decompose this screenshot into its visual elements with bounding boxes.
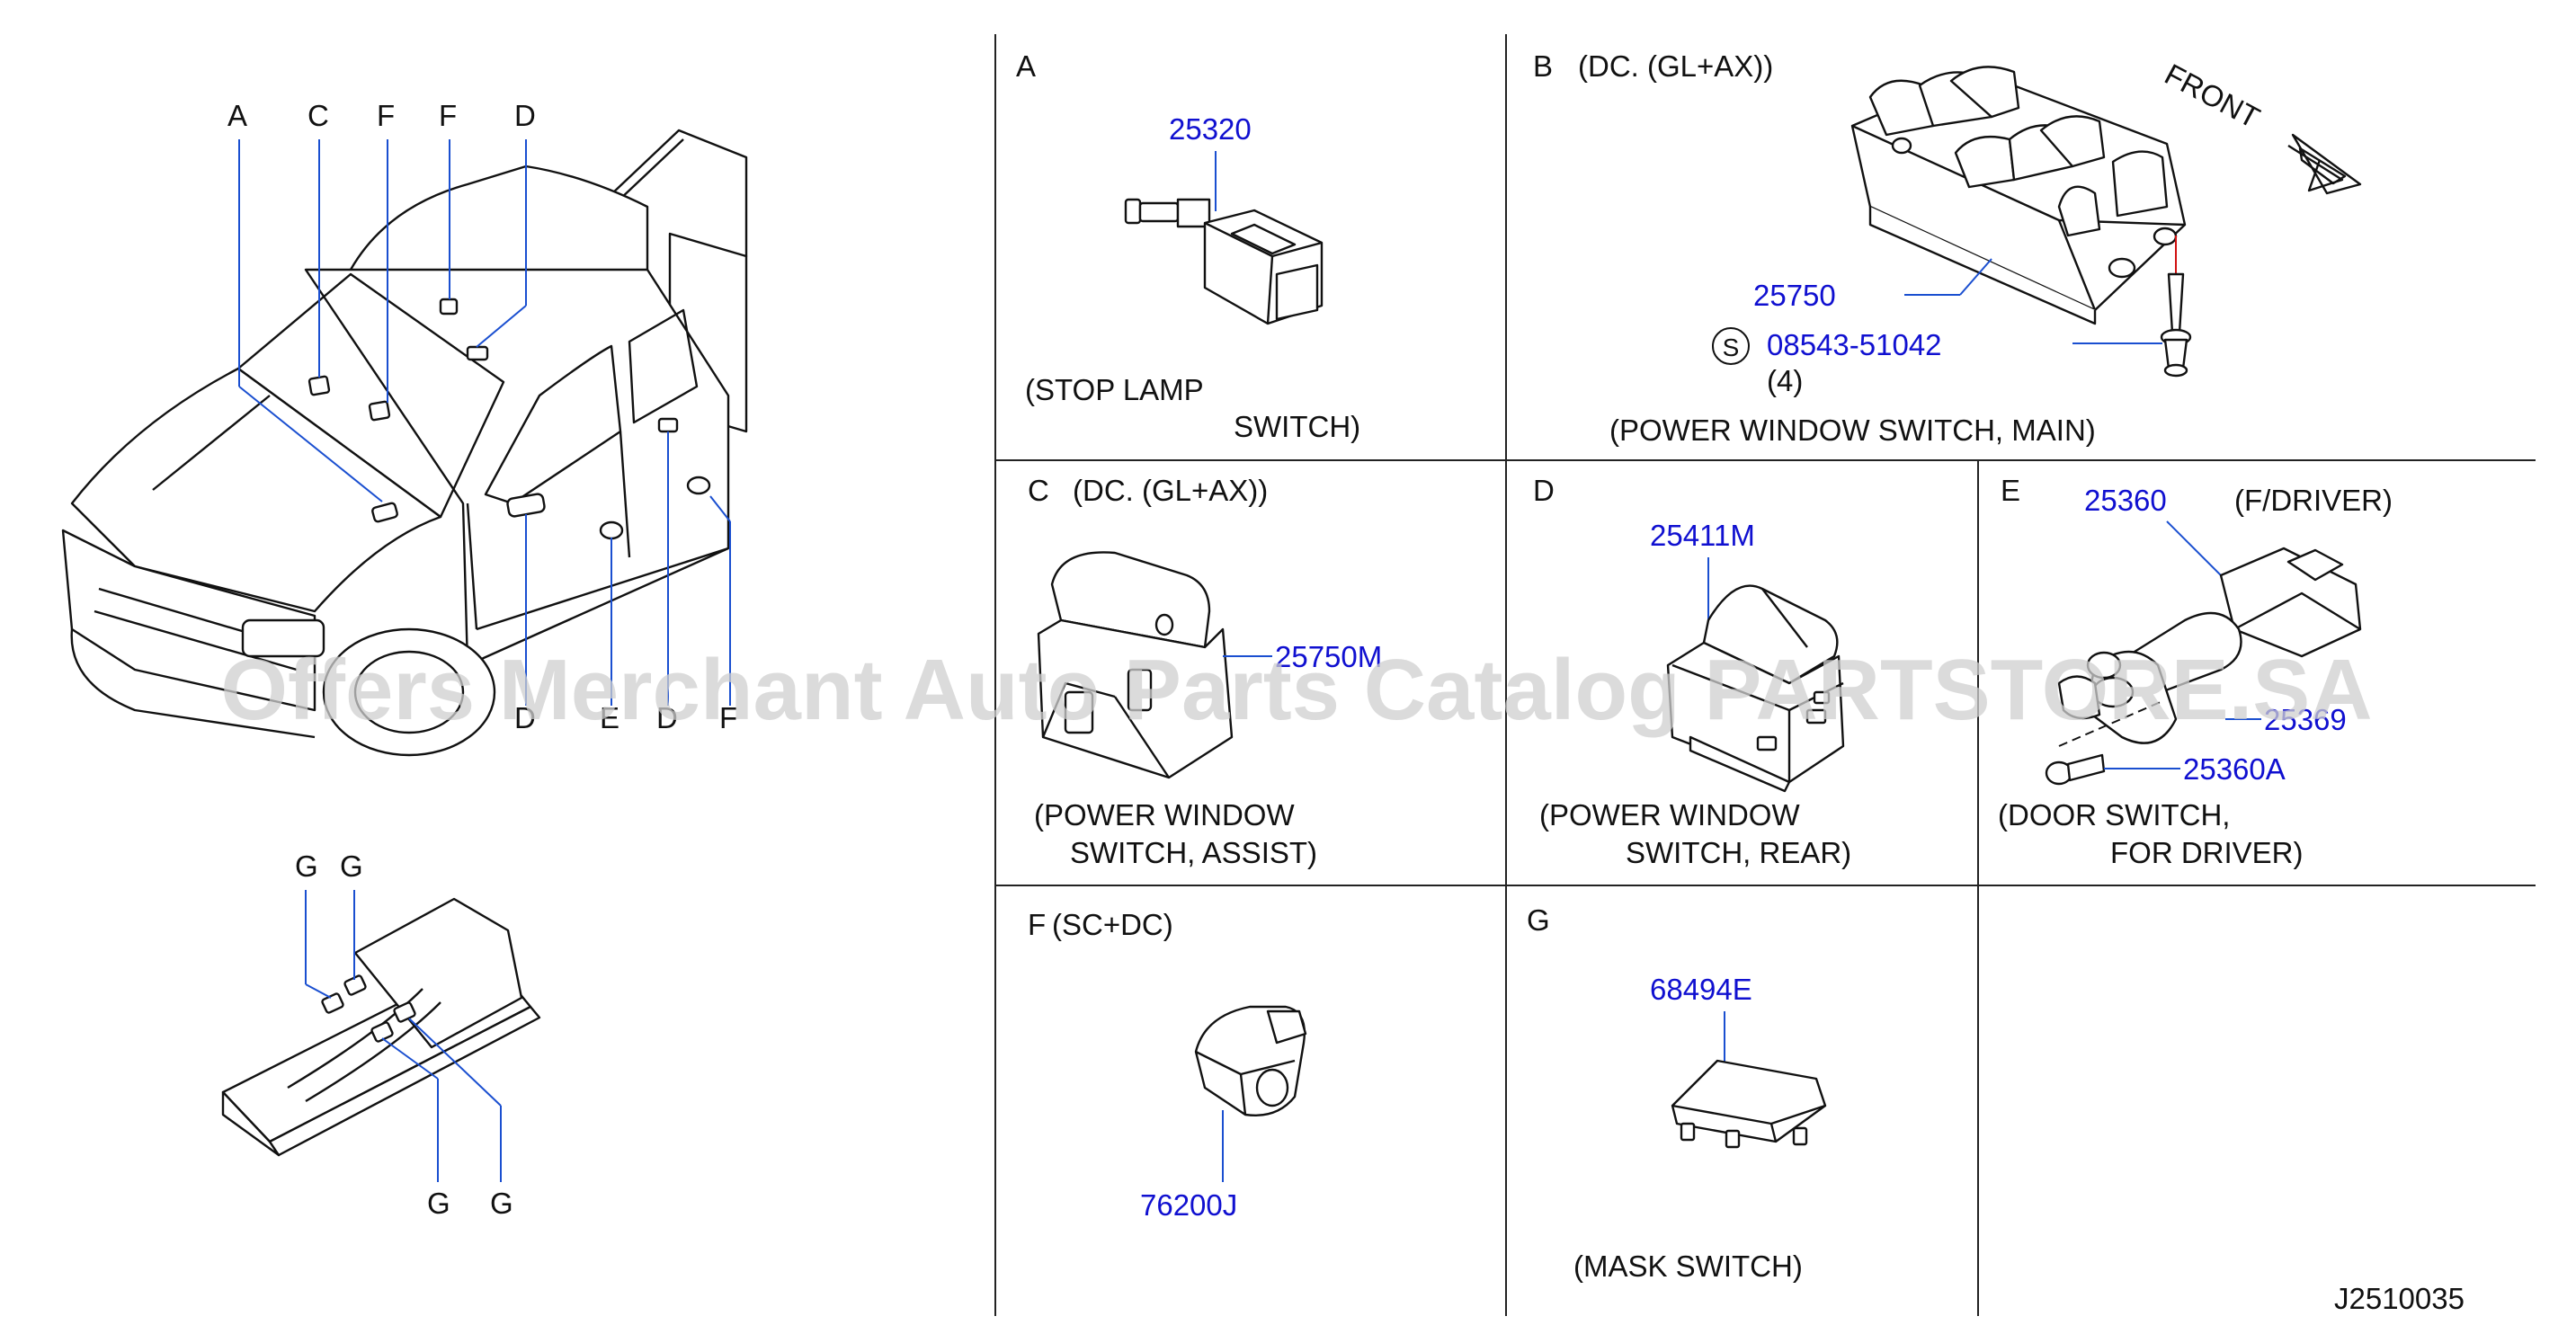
panel-letter: A [1016, 49, 1036, 83]
overview-label-d: D [656, 701, 678, 734]
part-number[interactable]: 25411M [1650, 519, 1755, 552]
overview-label-f: F [377, 99, 395, 132]
part-number[interactable]: 25369 [2264, 703, 2347, 736]
panel-c-power-window-switch-assist: C (DC. (GL+AX)) 25750M (POWER WINDOW SWI… [1028, 474, 1382, 869]
part-number[interactable]: 25360 [2084, 484, 2167, 517]
part-caption: (POWER WINDOW [1539, 798, 1800, 832]
panel-letter: F [1028, 908, 1046, 941]
stop-lamp-switch-drawing [1124, 198, 1324, 325]
panel-letter: D [1533, 474, 1555, 507]
overview-label-d: D [514, 99, 536, 132]
main-switch-drawing [1850, 66, 2187, 325]
panel-letter: E [2001, 474, 2020, 507]
overview-label-c: C [308, 99, 329, 132]
part-caption: (DOOR SWITCH, [1998, 798, 2230, 832]
overview-label-f: F [719, 701, 737, 734]
panel-f-clip: F (SC+DC) 76200J [1028, 908, 1307, 1222]
bolt-symbol: S [1723, 334, 1740, 361]
mask-switch-drawing [1671, 1059, 1827, 1149]
console-overview: G G G G [221, 849, 541, 1220]
panel-a-stop-lamp-switch: A 25320 (STOP LAMP SWITCH) [1016, 49, 1360, 443]
variant-note: (DC. (GL+AX)) [1073, 474, 1268, 507]
console-label-g: G [490, 1187, 513, 1220]
door-switch-drawing [2057, 547, 2362, 744]
overview-leader-lines [238, 139, 731, 706]
overview-label-e: E [600, 701, 619, 734]
diagram-code: J2510035 [2334, 1282, 2465, 1315]
truck-drawing [61, 129, 748, 757]
front-direction-label: FRONT [2160, 58, 2266, 135]
part-number[interactable]: 25750M [1275, 640, 1382, 673]
screw-drawing [2160, 272, 2192, 378]
part-caption: (MASK SWITCH) [1573, 1250, 1803, 1283]
console-label-g: G [295, 849, 318, 883]
overview-label-f: F [439, 99, 457, 132]
watermark: Offers Merchant Auto Parts Catalog PARTS… [220, 642, 2372, 738]
panel-grid [994, 34, 2536, 1316]
vehicle-overview: A C F F D D E D F [61, 99, 748, 757]
part-caption: (POWER WINDOW [1034, 798, 1295, 832]
door-switch-screw-drawing [2045, 753, 2106, 786]
clip-drawing [1194, 1005, 1307, 1116]
part-caption: FOR DRIVER) [2110, 836, 2304, 869]
part-caption: SWITCH, ASSIST) [1070, 836, 1317, 869]
rear-switch-drawing [1666, 584, 1845, 793]
variant-note: (SC+DC) [1052, 908, 1173, 941]
panel-letter: B [1533, 49, 1553, 83]
console-label-g: G [427, 1187, 450, 1220]
part-number[interactable]: 68494E [1650, 973, 1752, 1006]
variant-note: (F/DRIVER) [2234, 484, 2393, 517]
part-caption: SWITCH) [1234, 410, 1360, 443]
panel-letter: C [1028, 474, 1049, 507]
panel-e-door-switch-driver: E 25360 (F/DRIVER) 25369 25360A (DOOR SW… [1998, 474, 2393, 869]
part-number[interactable]: 25750 [1753, 279, 1836, 312]
s-symbol-icon [1712, 327, 1750, 365]
overview-label-d: D [514, 701, 536, 734]
part-number[interactable]: 76200J [1140, 1188, 1237, 1222]
console-label-g: G [340, 849, 363, 883]
part-number[interactable]: 25360A [2183, 752, 2286, 786]
panel-g-mask-switch: G 68494E (MASK SWITCH) [1527, 903, 1827, 1283]
variant-note: (DC. (GL+AX)) [1578, 49, 1773, 83]
part-caption: (STOP LAMP [1025, 373, 1204, 406]
overview-label-a: A [227, 99, 247, 132]
part-number[interactable]: 25320 [1169, 112, 1252, 146]
assist-switch-drawing [1037, 551, 1234, 779]
panel-b-power-window-switch-main: B (DC. (GL+AX)) FRONT [1533, 49, 2362, 447]
part-number[interactable]: 08543-51042 [1767, 328, 1942, 361]
part-caption: SWITCH, REAR) [1626, 836, 1851, 869]
panel-d-power-window-switch-rear: D 25411M (POWER WINDOW SWITCH, REAR) [1533, 474, 1851, 869]
panel-letter: G [1527, 903, 1550, 937]
quantity-note: (4) [1767, 364, 1803, 397]
part-caption: (POWER WINDOW SWITCH, MAIN) [1609, 414, 2096, 447]
